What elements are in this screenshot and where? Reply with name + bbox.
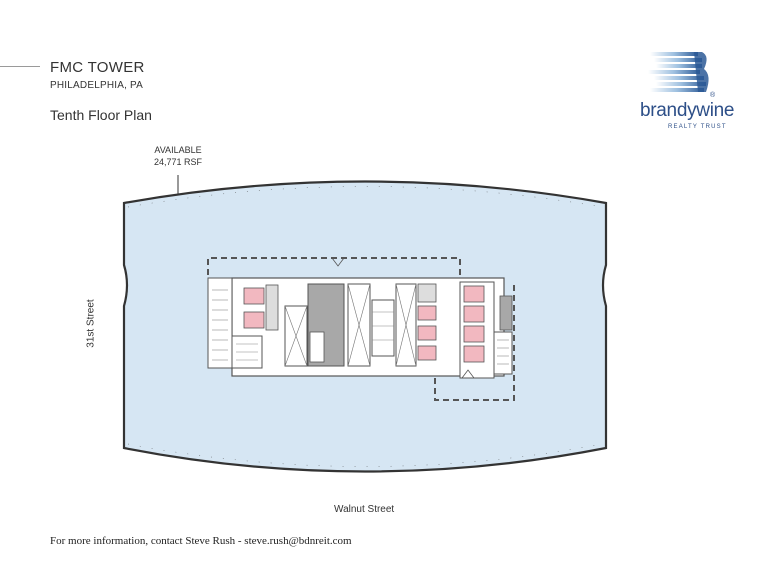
restroom-stall	[417, 345, 437, 361]
street-label-south: Walnut Street	[334, 504, 395, 515]
registered-mark: ®	[710, 92, 716, 99]
logo-wordmark: brandywine	[640, 100, 735, 121]
logo-tagline: REALTY TRUST	[668, 124, 727, 130]
utility-room	[371, 299, 395, 357]
stair-east	[493, 331, 513, 375]
restroom-stall	[463, 285, 485, 303]
door-swing	[331, 257, 345, 267]
restroom-stall	[243, 311, 265, 329]
door-swing	[461, 369, 475, 379]
restroom-vestibule	[417, 283, 437, 303]
restroom-stall	[243, 287, 265, 305]
available-area: 24,771 RSF	[153, 157, 203, 167]
street-label-west: 31st Street	[85, 299, 97, 348]
header-rule	[0, 66, 40, 67]
restroom-stall	[463, 325, 485, 343]
availability-callout: AVAILABLE 24,771 RSF	[148, 144, 208, 168]
restroom-stall	[463, 345, 485, 363]
stair-west-landing-treads	[236, 343, 258, 361]
floor-plan-title: Tenth Floor Plan	[50, 107, 152, 123]
contact-info: For more information, contact Steve Rush…	[50, 535, 352, 547]
brandywine-b-mark-icon	[648, 52, 709, 92]
restroom-stall	[463, 305, 485, 323]
utility-room-partitions	[372, 311, 394, 341]
core-dashed-enclosure	[207, 257, 461, 278]
core-dashed-enclosure-east	[434, 282, 515, 401]
availability-label: AVAILABLE	[154, 145, 202, 155]
brandywine-logo: ®	[634, 42, 726, 142]
stair-east-treads	[497, 339, 509, 365]
mechanical-chase	[499, 295, 513, 331]
building-location: PHILADELPHIA, PA	[50, 80, 144, 91]
restroom-stall	[417, 325, 437, 341]
restroom-vestibule	[265, 284, 279, 331]
stair-west	[207, 277, 233, 369]
stair-west-treads	[212, 289, 228, 361]
service-room	[309, 331, 325, 363]
building-name: FMC TOWER	[50, 59, 145, 76]
restroom-stall	[417, 305, 437, 321]
